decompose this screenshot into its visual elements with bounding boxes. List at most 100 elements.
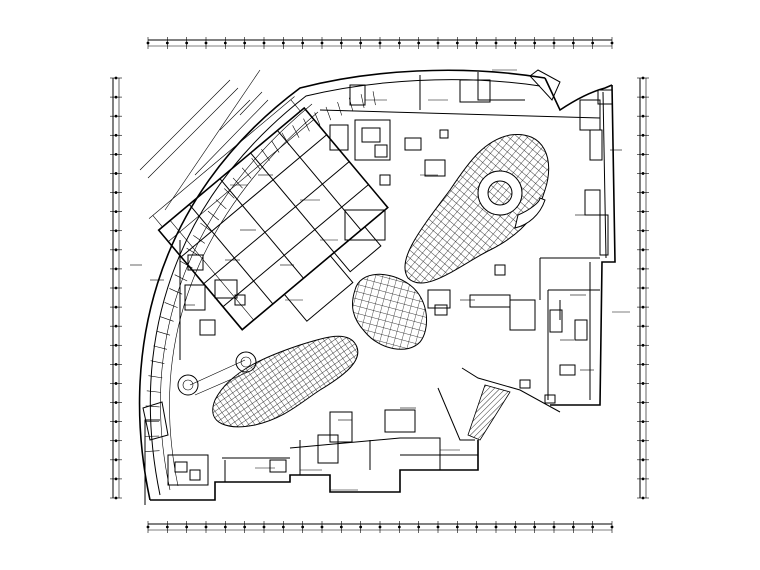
mullion bbox=[292, 125, 300, 138]
dimension-node bbox=[417, 525, 421, 529]
mullion bbox=[153, 345, 168, 350]
dimension-node bbox=[641, 420, 645, 424]
mullion bbox=[174, 274, 188, 282]
dimension-node bbox=[641, 458, 645, 462]
mullion bbox=[207, 210, 219, 221]
dimension-node bbox=[114, 477, 118, 481]
dimension-node bbox=[114, 362, 118, 366]
dimension-node bbox=[114, 324, 118, 328]
dimension-node bbox=[114, 458, 118, 462]
dimension-node bbox=[114, 286, 118, 290]
dimension-node bbox=[641, 343, 645, 347]
mullion bbox=[360, 94, 365, 108]
dimension-node bbox=[262, 41, 266, 45]
dimension-node bbox=[552, 41, 556, 45]
dimension-node bbox=[114, 496, 118, 500]
mullion bbox=[145, 450, 160, 452]
dimension-node bbox=[114, 401, 118, 404]
dimension-node bbox=[378, 41, 382, 45]
dimension-node bbox=[114, 305, 118, 309]
mullion bbox=[193, 235, 206, 244]
dimension-node bbox=[455, 525, 459, 529]
dimension-node bbox=[641, 248, 645, 252]
dimension-node bbox=[397, 525, 401, 529]
mullion bbox=[186, 247, 199, 256]
dimension-node bbox=[320, 41, 324, 45]
dimension-node bbox=[494, 41, 498, 45]
dimension-node bbox=[243, 525, 247, 529]
dimension-node bbox=[417, 41, 421, 45]
dimension-node bbox=[223, 41, 227, 45]
dimension-node bbox=[204, 41, 208, 45]
landscape-islands bbox=[212, 134, 550, 428]
mullion bbox=[372, 91, 376, 106]
dimension-node bbox=[378, 525, 382, 529]
dimension-chain-top bbox=[146, 37, 614, 49]
dimension-node bbox=[455, 41, 459, 45]
mullion bbox=[224, 188, 235, 199]
dimension-node bbox=[436, 41, 440, 45]
dimension-node bbox=[475, 525, 479, 529]
dimension-node bbox=[641, 76, 645, 80]
dimension-node bbox=[243, 41, 247, 45]
dimension-node bbox=[641, 362, 645, 366]
mullion bbox=[146, 390, 161, 393]
mullion bbox=[261, 148, 270, 161]
mullion bbox=[251, 158, 261, 170]
dimension-node bbox=[641, 496, 645, 500]
dimension-node bbox=[641, 210, 645, 214]
dimension-node bbox=[114, 95, 118, 99]
dimension-node bbox=[610, 41, 614, 45]
dimension-chain-bottom bbox=[146, 521, 614, 533]
dimension-node bbox=[641, 477, 645, 481]
mullion bbox=[160, 316, 174, 322]
mullion bbox=[156, 330, 171, 336]
dimension-node bbox=[320, 525, 324, 529]
dimension-node bbox=[641, 382, 645, 385]
hatched-island-oval bbox=[352, 273, 428, 350]
dimension-node bbox=[114, 439, 118, 443]
dimension-node bbox=[114, 420, 118, 424]
dimension-node bbox=[571, 41, 575, 45]
mullion bbox=[314, 112, 321, 126]
mullion bbox=[215, 199, 227, 210]
dimension-node bbox=[641, 401, 645, 404]
dimension-node bbox=[262, 525, 266, 529]
mullion bbox=[303, 118, 310, 132]
dimension-node bbox=[641, 95, 645, 99]
dimension-node bbox=[641, 229, 645, 233]
dimension-node bbox=[114, 172, 118, 175]
dimension-node bbox=[114, 152, 118, 156]
dimension-node bbox=[641, 267, 645, 271]
dimension-node bbox=[146, 525, 150, 529]
dimension-node bbox=[339, 525, 343, 529]
dimension-node bbox=[610, 525, 614, 529]
dimension-node bbox=[475, 41, 479, 45]
dimension-node bbox=[591, 41, 595, 45]
dimension-node bbox=[301, 525, 305, 529]
dimension-chain-left bbox=[110, 76, 122, 500]
dimension-node bbox=[223, 525, 227, 529]
dimension-node bbox=[552, 525, 556, 529]
dimension-node bbox=[641, 152, 645, 156]
dimension-node bbox=[114, 114, 118, 118]
dimension-node bbox=[641, 305, 645, 309]
dimension-node bbox=[185, 525, 189, 529]
dimension-node bbox=[281, 41, 285, 45]
mullion bbox=[200, 222, 212, 232]
dimension-node bbox=[513, 525, 517, 529]
dimension-node bbox=[641, 439, 645, 443]
dimension-node bbox=[571, 525, 575, 529]
dimension-node bbox=[591, 525, 595, 529]
hatched-island-keyhole bbox=[404, 134, 550, 284]
dimension-node bbox=[359, 525, 363, 529]
dimension-node bbox=[641, 114, 645, 118]
dimension-chain-right bbox=[637, 76, 649, 500]
dimension-node bbox=[641, 191, 645, 194]
dimension-node bbox=[114, 76, 118, 80]
dimension-node bbox=[114, 343, 118, 347]
dimension-node bbox=[165, 41, 169, 45]
dimension-node bbox=[114, 210, 118, 214]
mullion bbox=[271, 140, 280, 153]
